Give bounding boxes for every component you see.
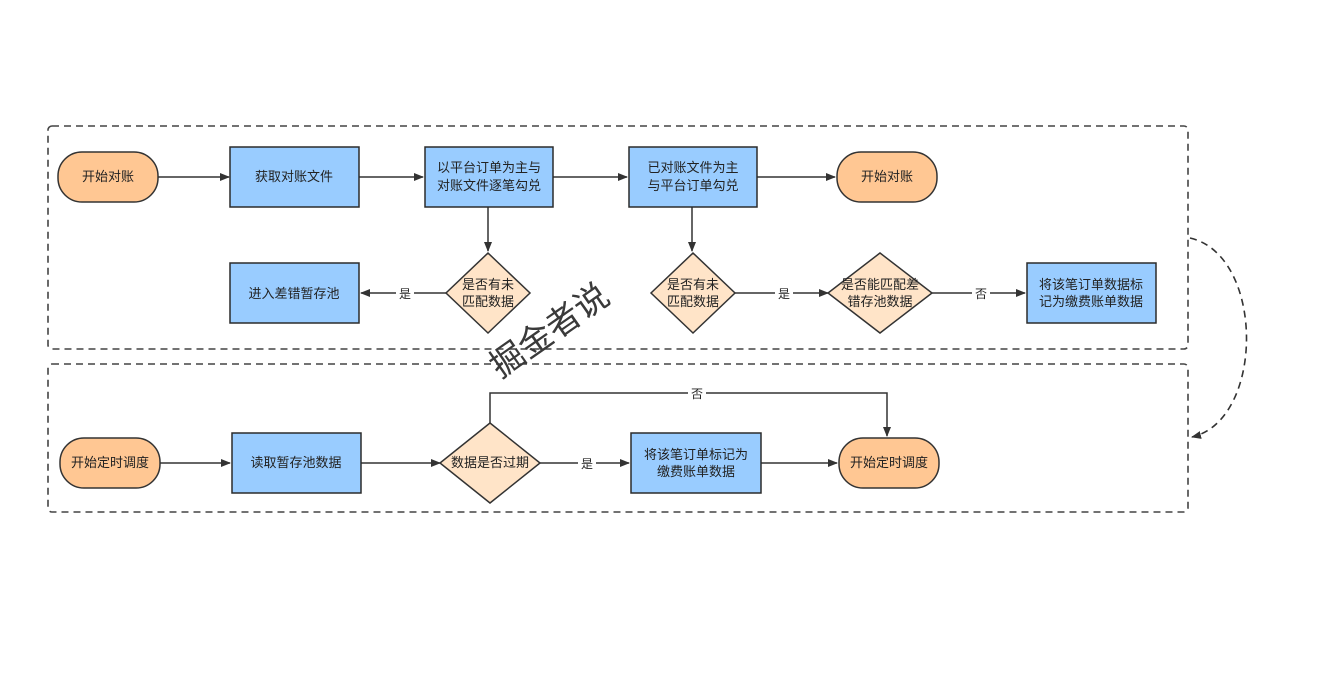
edge-label-yes-pool: 是: [399, 287, 411, 301]
label-unmatched-1-a: 是否有未: [462, 278, 514, 293]
label-diff-pool: 进入差错暂存池: [248, 287, 339, 302]
label-mark-fee-1-a: 将该笔订单数据标: [1039, 277, 1143, 293]
edge-label-yes-matchpool: 是: [778, 287, 790, 301]
node-start-schedule: [59, 437, 161, 489]
node-end-schedule: [838, 437, 940, 489]
label-unmatched-1-b: 匹配数据: [462, 295, 514, 310]
label-file-check-2: 与平台订单勾兑: [647, 179, 738, 194]
node-start-reconcile: [57, 151, 159, 203]
group-reconciliation: [47, 125, 1189, 350]
node-decision-unmatched-2: [649, 251, 737, 335]
label-get-file: 获取对账文件: [255, 170, 333, 185]
node-decision-match-pool: [826, 252, 934, 334]
node-get-file: [229, 146, 360, 208]
label-match-pool-b: 错存池数据: [847, 295, 912, 310]
label-mark-fee-2-a: 将该笔订单标记为: [644, 447, 748, 463]
edge-label-no-end2: 否: [691, 387, 703, 401]
node-decision-unmatched-1: [444, 251, 532, 335]
edge-label-no-markfee1: 否: [975, 287, 987, 301]
label-end-schedule: 开始定时调度: [850, 455, 928, 471]
node-file-check: [628, 146, 758, 208]
label-mark-fee-2-b: 缴费账单数据: [657, 465, 735, 480]
label-unmatched-2-a: 是否有未: [667, 278, 719, 293]
node-decision-expired: [438, 422, 542, 504]
node-mark-fee-2: [630, 432, 762, 494]
label-platform-check-2: 对账文件逐笔勾兑: [437, 178, 541, 194]
label-start-reconcile: 开始对账: [82, 170, 134, 185]
node-platform-check: [424, 146, 554, 208]
label-platform-check-1: 以平台订单为主与: [437, 161, 541, 176]
node-diff-pool: [229, 262, 360, 324]
group-scheduled: [47, 363, 1189, 513]
group-link-curve: [1189, 237, 1248, 439]
label-start-schedule: 开始定时调度: [71, 455, 149, 471]
label-expired: 数据是否过期: [451, 456, 529, 471]
edge-label-yes-markfee2: 是: [581, 457, 593, 471]
label-file-check-1: 已对账文件为主: [647, 161, 738, 176]
label-match-pool-a: 是否能匹配差: [841, 278, 919, 293]
label-mark-fee-1-b: 记为缴费账单数据: [1039, 295, 1143, 310]
label-end-reconcile: 开始对账: [861, 170, 913, 185]
node-mark-fee-1: [1026, 262, 1157, 324]
label-read-pool: 读取暂存池数据: [250, 456, 341, 471]
node-read-pool: [231, 432, 362, 494]
node-end-reconcile: [836, 151, 938, 203]
label-unmatched-2-b: 匹配数据: [667, 295, 719, 310]
